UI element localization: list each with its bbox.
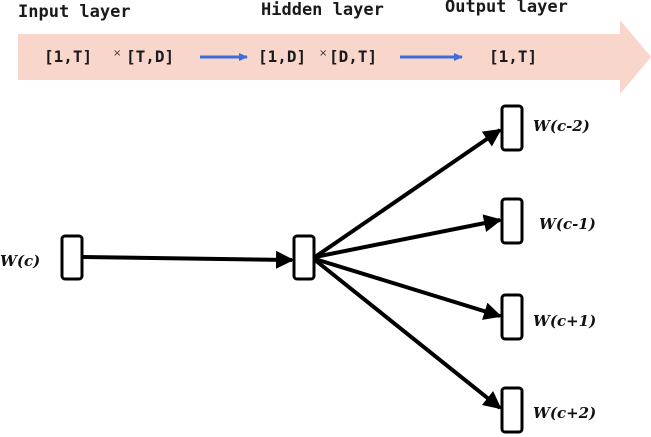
input-layer-label: Input layer [18,2,131,22]
edge-hidden-to-c-plus-1 [314,257,502,320]
edge-input-to-hidden [82,250,294,269]
output-node-c-minus-2 [500,104,524,152]
output-node-c-plus-2 [500,386,524,434]
hidden-node [292,234,316,281]
edge-hidden-to-c-minus-1 [314,214,502,259]
output-label-c-minus-1: W(c-1) [539,215,596,233]
output-label-c-plus-1: W(c+1) [533,312,596,330]
output-label-c-minus-2: W(c-2) [533,117,590,135]
edge-hidden-to-c-plus-2 [313,258,502,410]
input-node-label: W(c) [0,252,40,270]
hidden-right-dim: [D,T] [329,47,377,66]
output-dim: [1,T] [489,47,537,66]
multiply-sign-hidden: × [319,48,327,59]
hidden-layer-label: Hidden layer [261,0,384,20]
edge-hidden-to-c-minus-2 [313,128,502,259]
output-label-c-plus-2: W(c+2) [533,404,596,422]
output-node-c-plus-1 [500,293,524,341]
layer-banner-arrow [18,20,651,94]
input-right-dim: [T,D] [126,47,174,66]
output-layer-label: Output layer [445,0,568,17]
input-left-dim: [1,T] [44,47,92,66]
multiply-sign-input: × [113,48,121,59]
output-node-c-minus-1 [500,197,524,245]
hidden-left-dim: [1,D] [258,47,306,66]
input-node [60,234,84,281]
